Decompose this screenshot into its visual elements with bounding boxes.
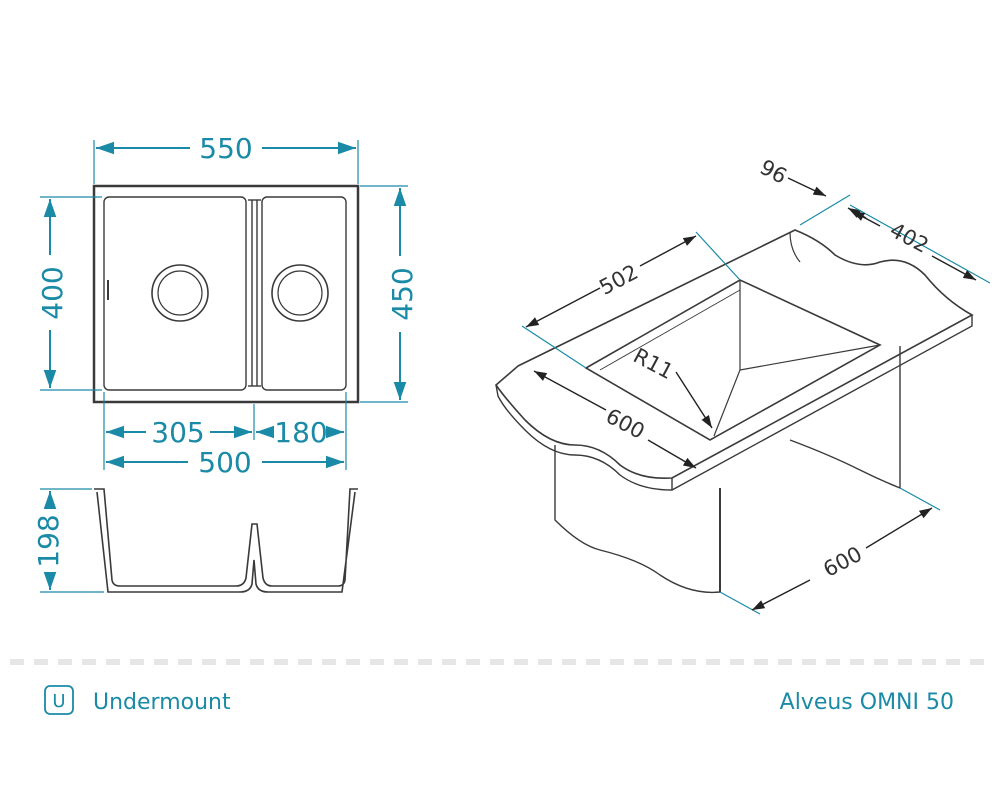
dim-550-label: 550	[199, 132, 252, 165]
left-drain-icon	[151, 264, 209, 322]
undermount-badge-icon	[44, 685, 74, 715]
dim-96-label: 96	[756, 155, 791, 189]
dim-400-label: 400	[36, 266, 69, 319]
model-name: Alveus OMNI 50	[780, 690, 954, 715]
legend: U Undermount Alveus OMNI 50	[44, 685, 954, 715]
mount-type-label: Undermount	[93, 690, 231, 715]
right-bowl-outline	[261, 196, 347, 391]
dim-600-front-label: 600	[602, 404, 649, 444]
section-view: 198	[32, 488, 358, 593]
dim-502-label: 502	[595, 260, 642, 300]
right-drain-icon	[271, 264, 329, 322]
dim-198-label: 198	[32, 514, 65, 567]
isometric-view: 96 402 502 R11 600 600	[494, 155, 991, 615]
dim-180-label: 180	[274, 416, 327, 449]
mount-badge-letter: U	[52, 691, 65, 712]
dim-r11-label: R11	[629, 344, 677, 385]
dim-402-label: 402	[886, 218, 933, 258]
countertop-surface	[494, 229, 974, 480]
section-profile	[94, 488, 358, 593]
cabinet	[554, 445, 721, 594]
top-view: 550 400 450 305 180 500	[36, 132, 419, 479]
sink-outer-rim	[92, 184, 360, 404]
dim-500-label: 500	[198, 446, 251, 479]
dim-305-label: 305	[151, 416, 204, 449]
left-bowl-outline	[103, 196, 247, 391]
dim-450-label: 450	[386, 267, 419, 320]
dim-600-depth-label: 600	[819, 542, 866, 582]
